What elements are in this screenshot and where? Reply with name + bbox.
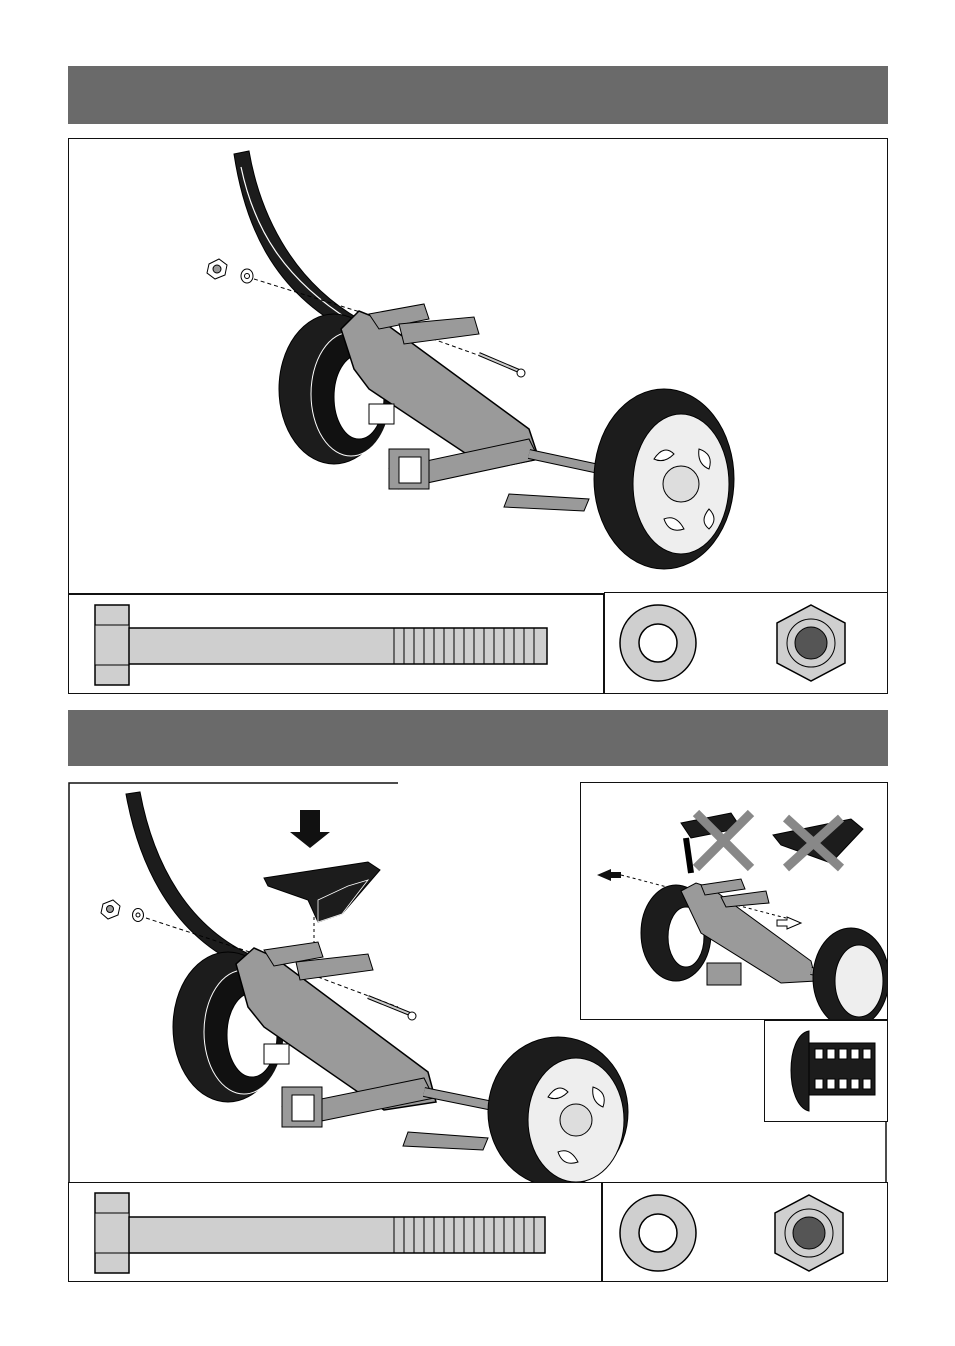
axle-assembly-with-step-plate-illustration <box>101 792 628 1184</box>
threaded-end-cap-inset <box>764 1020 888 1122</box>
down-arrow-icon <box>290 810 330 848</box>
washer-small-icon <box>133 909 144 922</box>
long-bolt-icon <box>69 1183 601 1281</box>
long-bolt-icon <box>69 595 603 693</box>
axle-assembly-illustration <box>69 139 887 593</box>
washer-small-icon <box>241 269 253 283</box>
bolt-small-icon <box>368 997 416 1020</box>
flat-washer-icon <box>620 605 696 681</box>
flat-washer-icon <box>620 1195 696 1271</box>
step-1-header-bar <box>68 66 888 124</box>
lock-nut-small-icon <box>207 259 227 279</box>
hex-lock-nut-icon <box>777 605 845 681</box>
step-1-illustration-panel <box>68 138 888 594</box>
threaded-end-cap-icon <box>765 1021 887 1121</box>
step-1-washer-nut-panel <box>604 592 888 694</box>
bolt-small-icon <box>479 354 525 377</box>
step-1-bolt-panel <box>68 594 604 694</box>
wrong-step-plate-orientation-icon <box>773 818 863 868</box>
lock-nut-small-icon <box>101 900 120 919</box>
wrong-fender-orientation-icon <box>681 813 751 873</box>
right-arrow-icon <box>777 917 801 929</box>
step-2-washer-nut-panel <box>602 1182 888 1282</box>
step-2-bolt-panel <box>68 1182 602 1282</box>
incorrect-orientation-inset <box>580 782 888 1020</box>
step-2-header-bar <box>68 710 888 766</box>
hex-lock-nut-icon <box>775 1195 843 1271</box>
left-arrow-icon <box>597 869 621 881</box>
